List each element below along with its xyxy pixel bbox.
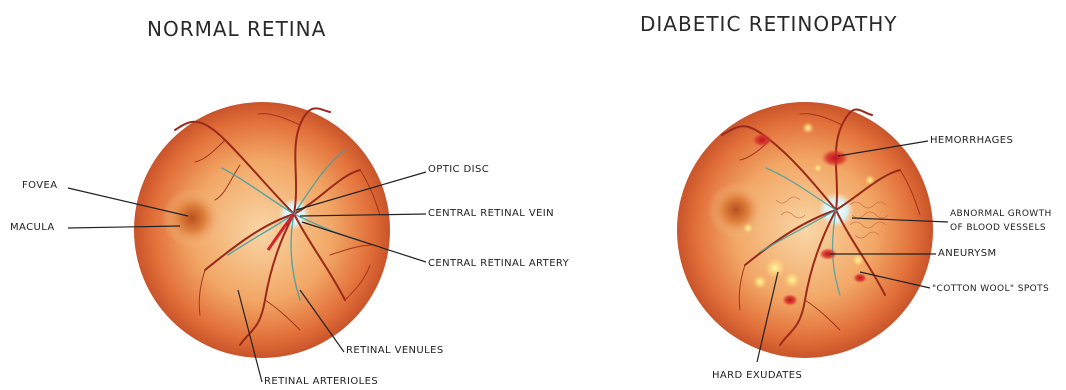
optic-disc-label: OPTIC DISC <box>428 164 489 176</box>
cotton-wool-spots-label: "COTTON WOOL" SPOTS <box>932 283 1049 295</box>
diabetic-fovea-spot <box>708 182 764 238</box>
hard-exudates-label: HARD EXUDATES <box>712 370 802 382</box>
macula-label: MACULA <box>10 222 55 234</box>
fovea-spot <box>162 188 222 248</box>
retinal-venules-label: RETINAL VENULES <box>346 345 444 357</box>
abnormal-growth-label-line1: ABNORMAL GROWTH <box>950 208 1052 220</box>
diabetic-retinopathy-title: DIABETIC RETINOPATHY <box>640 12 898 36</box>
fovea-label: FOVEA <box>22 180 57 192</box>
hemorrhages-label: HEMORRHAGES <box>930 135 1013 147</box>
normal-retina-eye <box>134 102 390 358</box>
aneurysm-label: ANEURYSM <box>938 248 997 260</box>
retinal-arterioles-label: RETINAL ARTERIOLES <box>264 376 378 388</box>
normal-retina-title: NORMAL RETINA <box>147 17 326 41</box>
abnormal-growth-label-line2: OF BLOOD VESSELS <box>950 222 1046 234</box>
central-retinal-artery-label: CENTRAL RETINAL ARTERY <box>428 258 569 270</box>
diabetic-retina-eye <box>677 102 933 358</box>
central-retinal-vein-label: CENTRAL RETINAL VEIN <box>428 208 554 220</box>
